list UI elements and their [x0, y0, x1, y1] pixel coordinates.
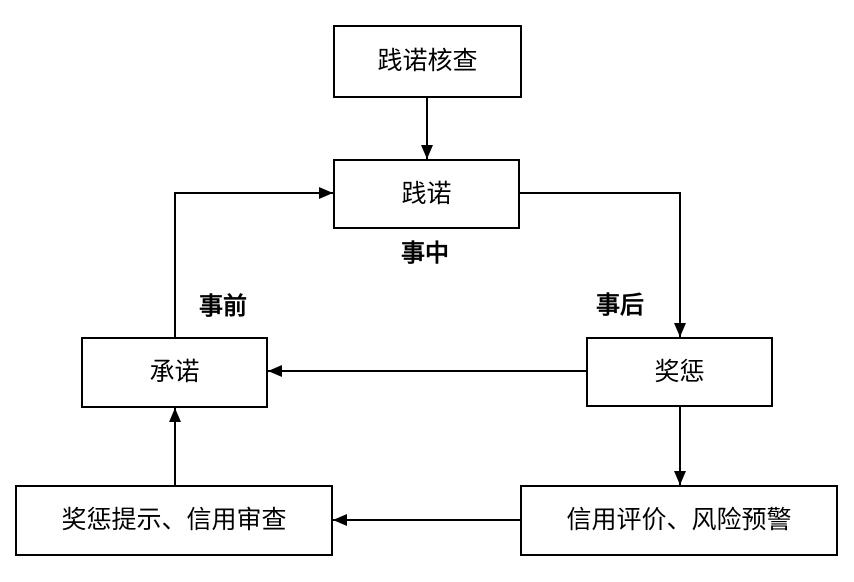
phase-label-during: 事中 [401, 240, 449, 267]
node-reward-prompt-credit-review: 奖惩提示、信用审查 [15, 485, 333, 556]
node-commitment: 承诺 [81, 337, 268, 408]
node-promise-fulfillment: 践诺 [333, 159, 520, 229]
phase-label-before: 事前 [199, 293, 247, 320]
node-credit-eval-risk-warning: 信用评价、风险预警 [520, 485, 838, 556]
node-reward-punishment: 奖惩 [586, 337, 773, 407]
phase-label-after: 事后 [596, 292, 644, 319]
node-promise-verification: 践诺核查 [333, 25, 522, 98]
